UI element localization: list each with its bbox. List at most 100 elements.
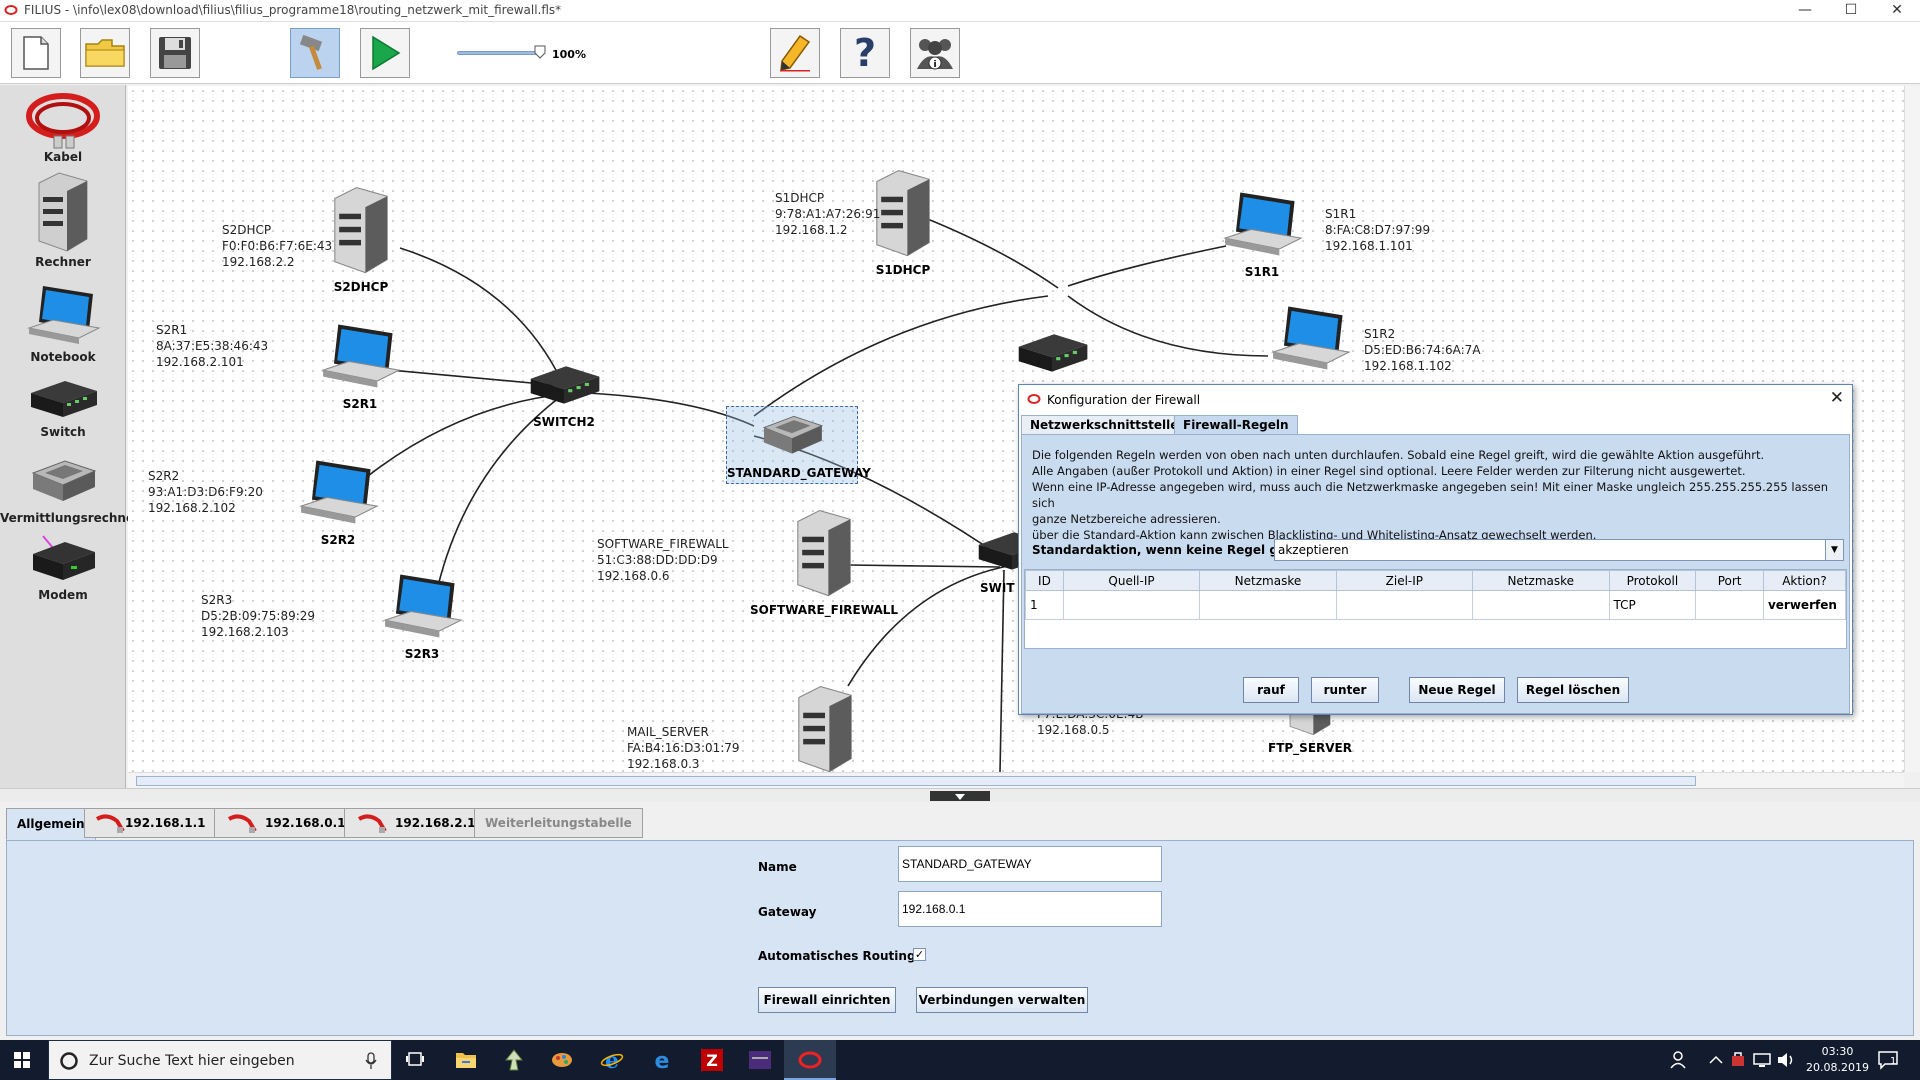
column-header[interactable]: Netzmaske (1471, 570, 1610, 591)
node-switch2[interactable]: SWITCH2 (524, 360, 604, 429)
node-s1dhcp[interactable]: S1DHCP (866, 164, 940, 277)
node-s2r1[interactable]: S2R1 (316, 318, 404, 411)
gateway-input[interactable] (898, 891, 1162, 927)
palette-item-notebook[interactable]: Notebook (0, 280, 126, 364)
notification-center-button[interactable]: 1 (1876, 1048, 1906, 1072)
column-header[interactable]: Netzmaske (1199, 570, 1337, 591)
palette-item-computer[interactable]: Rechner (0, 167, 126, 269)
save-file-button[interactable] (150, 28, 200, 78)
column-header[interactable]: ID (1025, 570, 1064, 591)
tab-allgemein[interactable]: Allgemein (6, 808, 96, 840)
task-view-icon[interactable] (404, 1048, 428, 1072)
table-row[interactable]: 1 TCP verwerfen (1025, 590, 1847, 620)
network-tray-icon[interactable] (1750, 1048, 1774, 1072)
inkscape-icon[interactable] (502, 1048, 526, 1072)
person-icon[interactable] (1668, 1048, 1692, 1072)
help-button[interactable]: ? (840, 28, 890, 78)
move-down-button[interactable]: runter (1311, 677, 1379, 703)
node-label: S2DHCP (333, 280, 389, 294)
network-canvas[interactable]: S2DHCP S2DHCP F0:F0:B6:F7:6E:43 192.168.… (128, 86, 1904, 772)
cell-source-mask[interactable] (1199, 590, 1337, 620)
zoom-slider-thumb[interactable] (534, 45, 546, 59)
node-s2dhcp[interactable]: S2DHCP (324, 181, 398, 294)
default-action-select[interactable]: akzeptieren ▼ (1274, 539, 1844, 561)
info-ip: 192.168.2.101 (156, 355, 244, 369)
manage-connections-button[interactable]: Verbindungen verwalten (916, 987, 1088, 1013)
canvas-horizontal-scrollbar[interactable] (128, 772, 1904, 788)
tab-interface-192-168-0-1[interactable]: 192.168.0.1 (214, 808, 357, 838)
auto-routing-checkbox[interactable]: ✓ (913, 948, 926, 961)
canvas-vertical-scrollbar[interactable] (1904, 86, 1920, 772)
open-file-button[interactable] (80, 28, 130, 78)
media-app-icon[interactable] (748, 1048, 772, 1072)
taskbar-search-box[interactable]: Zur Suche Text hier eingeben (48, 1040, 392, 1080)
dialog-close-button[interactable]: ✕ (1829, 388, 1844, 408)
cell-port[interactable] (1695, 590, 1764, 620)
taskbar-clock[interactable]: 03:30 20.08.2019 (1806, 1044, 1869, 1076)
cell-target-mask[interactable] (1471, 590, 1610, 620)
minimize-button[interactable]: — (1798, 2, 1812, 18)
info-name: S1DHCP (775, 191, 825, 205)
node-s1r1[interactable]: S1R1 (1218, 186, 1306, 279)
taskbar-filius-active[interactable] (784, 1040, 836, 1080)
firewall-setup-button[interactable]: Firewall einrichten (758, 987, 896, 1013)
column-header[interactable]: Protokoll (1608, 570, 1697, 591)
router-icon (31, 460, 97, 501)
cell-action[interactable]: verwerfen (1762, 590, 1847, 620)
column-header[interactable]: Quell-IP (1062, 570, 1201, 591)
filezilla-icon[interactable]: Z (700, 1048, 724, 1072)
design-mode-button[interactable] (290, 28, 340, 78)
close-window-button[interactable]: ✕ (1891, 2, 1903, 18)
rules-grid: ID Quell-IP Netzmaske Ziel-IP Netzmaske … (1025, 570, 1847, 620)
zoom-slider-track[interactable] (457, 51, 537, 55)
delete-rule-button[interactable]: Regel löschen (1517, 677, 1629, 703)
column-header[interactable]: Ziel-IP (1335, 570, 1473, 591)
palette-item-router[interactable]: Vermittlungsrechner (0, 451, 140, 525)
node-software-firewall[interactable]: SOFTWARE_FIREWALL (750, 504, 898, 617)
edge-browser-icon[interactable]: e (650, 1048, 674, 1072)
palette-item-modem[interactable]: Modem (0, 532, 126, 602)
about-button[interactable]: i (910, 28, 960, 78)
description-line: Die folgenden Regeln werden von oben nac… (1032, 448, 1765, 462)
cell-source-ip[interactable] (1062, 590, 1201, 620)
move-up-button[interactable]: rauf (1243, 677, 1299, 703)
node-s2r3[interactable]: S2R3 (378, 568, 466, 661)
node-s2r2[interactable]: S2R2 (294, 454, 382, 547)
file-explorer-icon[interactable] (454, 1048, 478, 1072)
tab-netzwerkschnittstellen[interactable]: Netzwerkschnittstellen (1021, 415, 1196, 435)
node-standard-gateway[interactable]: STANDARD_GATEWAY (726, 406, 871, 484)
palette-item-switch[interactable]: Switch (0, 375, 126, 439)
horizontal-scroll-thumb[interactable] (136, 776, 1696, 786)
panel-splitter[interactable] (0, 788, 1920, 802)
node-switch1[interactable] (1012, 328, 1092, 383)
new-file-button[interactable] (11, 28, 61, 78)
chevron-down-icon: ▼ (1825, 540, 1843, 560)
tab-weiterleitungstabelle[interactable]: Weiterleitungstabelle (474, 808, 643, 838)
cell-protocol[interactable]: TCP (1608, 590, 1697, 620)
tab-interface-192-168-2-1[interactable]: 192.168.2.1 (344, 808, 487, 838)
tab-interface-192-168-1-1[interactable]: 192.168.1.1 (84, 808, 217, 838)
chevron-up-icon[interactable] (1704, 1048, 1728, 1072)
palette-app-icon[interactable] (550, 1048, 574, 1072)
simulation-mode-button[interactable] (360, 28, 410, 78)
column-header[interactable]: Port (1695, 570, 1764, 591)
internet-explorer-icon[interactable]: e (600, 1048, 624, 1072)
security-tray-icon[interactable] (1726, 1048, 1750, 1072)
new-rule-button[interactable]: Neue Regel (1409, 677, 1505, 703)
palette-item-cable[interactable]: Kabel (0, 90, 126, 164)
cell-id[interactable]: 1 (1025, 590, 1064, 620)
node-s1r2[interactable] (1266, 300, 1354, 379)
tab-firewall-regeln[interactable]: Firewall-Regeln (1174, 415, 1298, 435)
volume-icon[interactable] (1774, 1048, 1798, 1072)
name-input[interactable] (898, 846, 1162, 882)
column-header[interactable]: Aktion? (1762, 570, 1847, 591)
microphone-icon[interactable] (365, 1052, 377, 1070)
info-name: S2DHCP (222, 223, 272, 237)
node-mail-server[interactable] (788, 680, 862, 772)
cell-target-ip[interactable] (1335, 590, 1473, 620)
windows-start-icon[interactable] (14, 1052, 30, 1068)
collapse-panel-button[interactable] (930, 791, 990, 801)
maximize-button[interactable]: ☐ (1844, 2, 1858, 18)
notes-button[interactable] (770, 28, 820, 78)
notebook-icon (382, 574, 463, 638)
